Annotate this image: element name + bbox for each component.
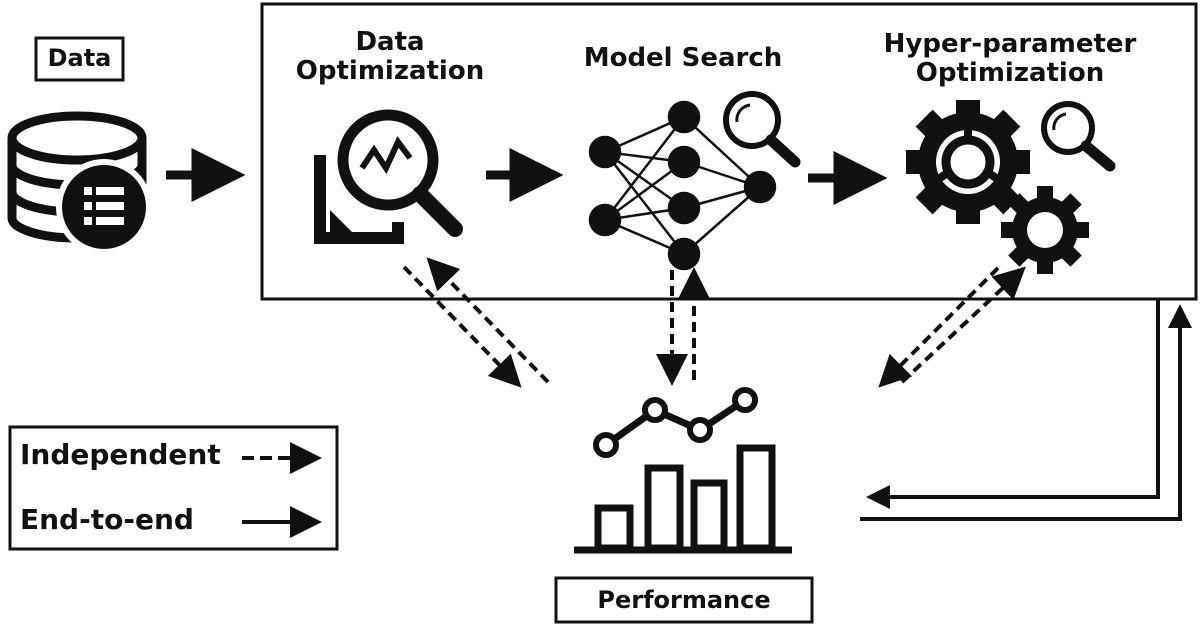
document-magnifier-icon: [314, 109, 463, 244]
feedback-arrow-to-pipeline: [860, 304, 1192, 521]
magnifier-icon: [723, 91, 801, 168]
magnifier-icon: [1041, 101, 1116, 172]
neural-network-icon: [588, 100, 777, 271]
stage-hpo-line2: Optimization: [915, 57, 1105, 88]
database-table-icon: [7, 111, 152, 255]
stage-data-optimization-title: Data Optimization: [290, 28, 490, 85]
data-label: Data: [47, 44, 112, 72]
performance-label-box: [554, 576, 814, 624]
legend-end-to-end-label: End-to-end: [20, 503, 194, 536]
performance-label: Performance: [597, 586, 771, 614]
stage-hpo-line1: Hyper-parameter: [883, 29, 1137, 59]
legend-independent-label: Independent: [20, 438, 221, 471]
legend-box: [8, 425, 339, 551]
stage-hpo-title: Hyper-parameter Optimization: [880, 30, 1140, 87]
independent-arrows-hpo: [878, 266, 1026, 388]
independent-arrows-dataopt: [402, 257, 550, 388]
chart-icon: [574, 387, 792, 554]
gear-icon: [906, 100, 1030, 224]
independent-arrows-model: [656, 267, 710, 386]
pipeline-box: [260, 2, 1198, 301]
stage-data-optimization-line2: Optimization: [295, 55, 485, 86]
feedback-arrow-to-performance: [866, 300, 1160, 509]
stage-model-search-title: Model Search: [583, 43, 783, 73]
stage-data-optimization-line1: Data: [355, 27, 425, 57]
gear-icon: [1001, 186, 1089, 274]
data-label-box: [34, 36, 125, 82]
